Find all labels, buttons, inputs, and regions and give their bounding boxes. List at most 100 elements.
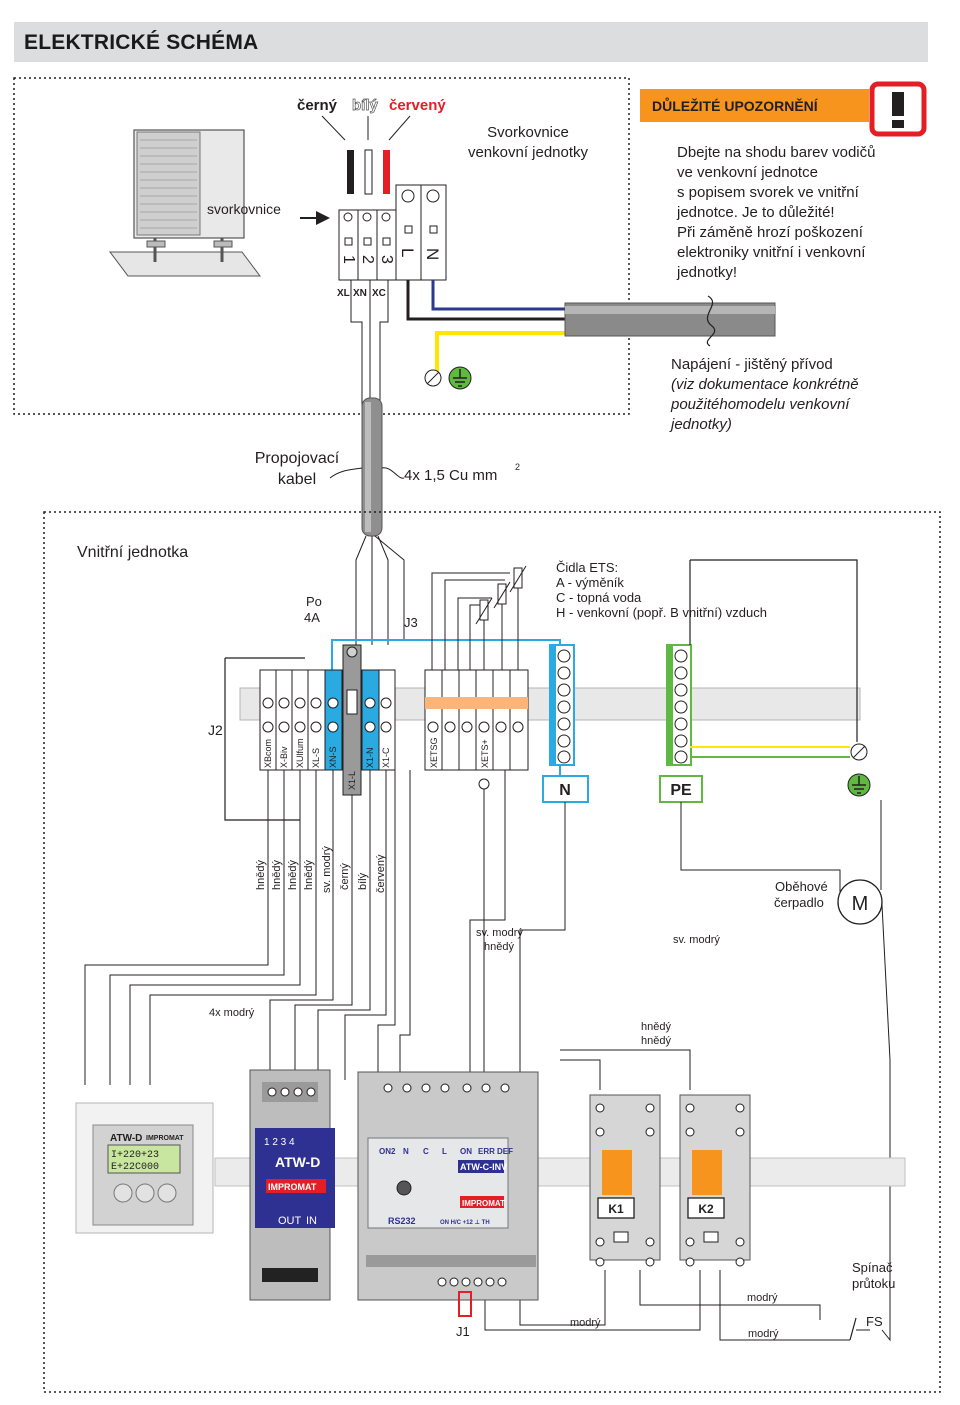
indoor-earth-icon bbox=[847, 743, 871, 797]
earth-terminal-icon bbox=[424, 366, 472, 390]
warning-box: DŮLEŽITÉ UPOZORNĚNÍ Dbejte na shodu bare… bbox=[640, 81, 927, 281]
wire-label-svmodry-1: sv. modrý bbox=[476, 927, 523, 939]
power-note-line3: použitéhomodelu venkovní bbox=[670, 396, 851, 413]
warning-line-7: jednotky! bbox=[676, 264, 737, 281]
j2-terminal-label: XBcom bbox=[263, 739, 273, 768]
power-note-line1: Napájení - jištěný přívod bbox=[671, 356, 833, 373]
j2-terminal-label: XL-S bbox=[311, 748, 321, 768]
wire-color-label: černý bbox=[339, 863, 351, 890]
terminal-N: N bbox=[423, 248, 442, 260]
cable-label-line2: kabel bbox=[278, 471, 316, 488]
terminal-name-XL: XL bbox=[337, 288, 350, 299]
wire-label-black: černý bbox=[297, 97, 338, 114]
controller-button[interactable] bbox=[157, 1183, 177, 1203]
inv-bottom-labels: ON H/C +12 ⊥ TH bbox=[440, 1219, 490, 1226]
wire-label-red: červený bbox=[389, 97, 446, 114]
wire-color-label: hnědý bbox=[303, 860, 315, 890]
pe-bus: PE bbox=[659, 644, 703, 803]
outdoor-unit-icon bbox=[109, 129, 261, 277]
wire-label-4x-modry: 4x modrý bbox=[209, 1007, 255, 1019]
inv-rs232: RS232 bbox=[388, 1216, 416, 1226]
j2-terminal-label: X1-C bbox=[381, 747, 391, 768]
warning-line-5: Při záměně hrozí poškození bbox=[677, 224, 864, 241]
j2-terminal-block: XBcom X-Biv XUlfum XL-S XN-S X1-L X1-N X… bbox=[259, 644, 396, 796]
atw-c-inv-module: ON2 N C L ON ERR DEF ATW-C-INV IMPROMAT … bbox=[357, 1071, 539, 1301]
j3-label: J3 bbox=[404, 615, 418, 630]
atwd-name: ATW-D bbox=[275, 1154, 320, 1170]
relay-k1-label: K1 bbox=[608, 1202, 624, 1216]
cable-spec: 4x 1,5 Cu mm bbox=[404, 467, 497, 484]
inv-label-l: L bbox=[442, 1147, 447, 1156]
inv-label-n: N bbox=[403, 1147, 409, 1156]
controller-brand: ATW-D bbox=[110, 1133, 142, 1144]
n-bus: N bbox=[542, 644, 589, 803]
warning-line-3: s popisem svorek ve vnitřní bbox=[677, 184, 860, 201]
n-bus-label: N bbox=[559, 782, 571, 799]
cable-label-line1: Propojovací bbox=[255, 450, 340, 467]
flow-switch-label-1: Spínač bbox=[852, 1260, 893, 1275]
j2-terminal-label: X-Biv bbox=[279, 746, 289, 768]
inv-label-on2: ON2 bbox=[379, 1147, 396, 1156]
fuse-label-4a: 4A bbox=[304, 610, 320, 625]
inv-label-err: ERR bbox=[478, 1147, 495, 1156]
indoor-section: Vnitřní jednotka Po 4A J3 J2 bbox=[43, 511, 941, 1393]
j2-terminal-label: X1-N bbox=[365, 747, 375, 768]
pump-label-line2: čerpadlo bbox=[774, 895, 824, 910]
warning-line-4: jednotce. Je to důležité! bbox=[676, 204, 835, 221]
wire-color-label: červený bbox=[375, 854, 387, 893]
ets-sensors bbox=[431, 565, 527, 680]
j2-label: J2 bbox=[208, 722, 223, 738]
j2-terminal-label: XN-S bbox=[328, 746, 338, 768]
wire-color-label: hnědý bbox=[287, 860, 299, 890]
indoor-dotted-frame bbox=[43, 511, 941, 1393]
sensor-note-1: Čidla ETS: bbox=[556, 560, 618, 575]
fuse-label-po: Po bbox=[306, 594, 322, 609]
wire-color-label: hnědý bbox=[271, 860, 283, 890]
outdoor-section: svorkovnice černý bílý červený bbox=[13, 77, 859, 433]
terminal-title: Svorkovnice bbox=[487, 124, 569, 141]
j1-jumper bbox=[458, 1291, 472, 1317]
wire-color-label: sv. modrý bbox=[321, 846, 333, 893]
outdoor-terminal-label: svorkovnice bbox=[207, 201, 281, 217]
wire-label-modry-3: modrý bbox=[748, 1328, 779, 1340]
warning-line-2: ve venkovní jednotce bbox=[677, 164, 818, 181]
pe-bus-label: PE bbox=[670, 782, 692, 799]
wire-label-svmodry-2: sv. modrý bbox=[673, 934, 720, 946]
warning-line-1: Dbejte na shodu barev vodičů bbox=[677, 144, 875, 161]
flow-switch-icon bbox=[849, 1317, 870, 1341]
controller-maker: IMPROMAT bbox=[146, 1135, 184, 1142]
j2-terminal-label: X1-L bbox=[347, 771, 357, 790]
inv-brand: IMPROMAT bbox=[462, 1199, 505, 1208]
relay-k2: K2 bbox=[679, 1094, 751, 1267]
inv-name: ATW-C-INV bbox=[460, 1162, 507, 1172]
atwd-terminal-numbers: 1 2 3 4 bbox=[264, 1137, 295, 1148]
controller-button[interactable] bbox=[113, 1183, 133, 1203]
j3-terminal-label: XETS+ bbox=[480, 739, 490, 768]
relay-k2-label: K2 bbox=[698, 1202, 714, 1216]
j2-terminal-label: XUlfum bbox=[295, 738, 305, 768]
controller-button[interactable] bbox=[135, 1183, 155, 1203]
title-bar: ELEKTRICKÉ SCHÉMA bbox=[14, 22, 928, 62]
sensor-note-2: A - výměník bbox=[556, 575, 624, 590]
cable-spec-superscript: 2 bbox=[515, 462, 520, 472]
terminal-subtitle: venkovní jednotky bbox=[468, 144, 589, 161]
warning-line-6: elektroniky vnitřní i venkovní bbox=[677, 244, 866, 261]
j1-label: J1 bbox=[456, 1324, 470, 1339]
atwd-out: OUT bbox=[278, 1215, 302, 1227]
controller-display-line1: I+220+23 bbox=[111, 1150, 159, 1161]
arrow-icon bbox=[316, 211, 330, 225]
wire-label-modry-2: modrý bbox=[570, 1317, 601, 1329]
outdoor-terminal-block: 1 2 3 L N bbox=[338, 184, 447, 281]
pump-label-line1: Oběhové bbox=[775, 879, 828, 894]
terminal-3: 3 bbox=[378, 255, 395, 264]
sensor-note-4: H - venkovní (popř. B vnitřní) vzduch bbox=[556, 605, 767, 620]
inv-knob[interactable] bbox=[396, 1180, 412, 1196]
terminal-name-XC: XC bbox=[372, 288, 386, 299]
power-note-line4: jednotky) bbox=[669, 416, 732, 433]
atwd-in: IN bbox=[306, 1215, 317, 1227]
pump-icon: M bbox=[837, 879, 883, 925]
terminal-L: L bbox=[398, 248, 417, 257]
controller-display-line2: E+22C000 bbox=[111, 1162, 159, 1173]
terminal-1: 1 bbox=[340, 255, 357, 264]
